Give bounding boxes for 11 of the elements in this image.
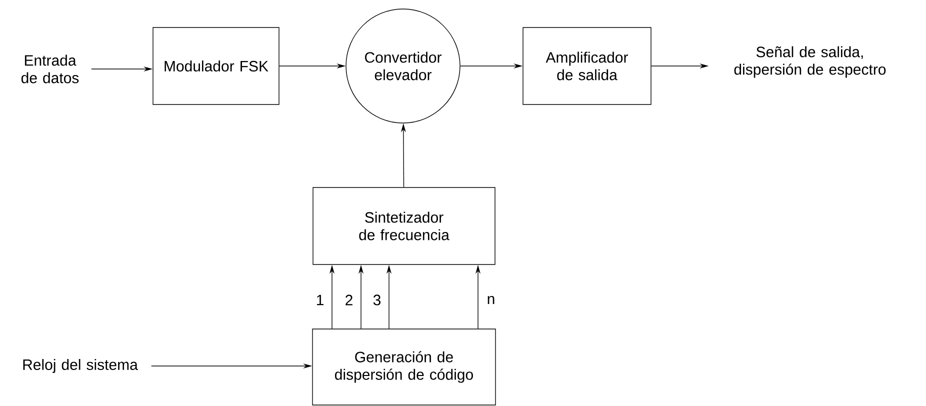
edge-label: 3 [373, 294, 381, 306]
process-box: Modulador FSK [152, 27, 280, 105]
process-box: Amplificador de salida [522, 27, 652, 105]
text-label: Señal de salida, dispersión de espectro [734, 46, 886, 78]
edge-label: 2 [346, 294, 352, 306]
edge-label: 1 [316, 294, 324, 306]
edge-label: n [488, 296, 494, 304]
process-box: Generación de dispersión de código [312, 328, 496, 406]
process-box: Sintetizador de frecuencia [312, 187, 496, 265]
text-label: Entrada de datos [21, 54, 79, 84]
text-label: Reloj del sistema [23, 359, 138, 373]
